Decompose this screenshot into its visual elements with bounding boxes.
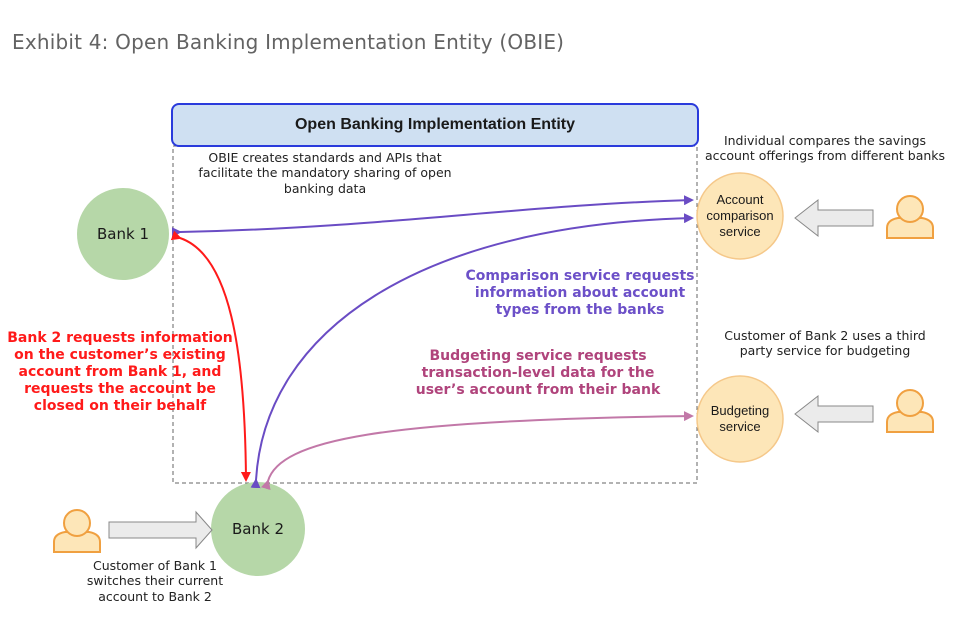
budgeting-bank2-flow — [260, 411, 694, 491]
obie-header-label: Open Banking Implementation Entity — [294, 116, 576, 133]
budgeting-label: Budgeting service — [710, 402, 770, 434]
bank2-label: Bank 2 — [232, 520, 284, 538]
bank1-label: Bank 1 — [97, 225, 149, 243]
person-icon — [53, 509, 101, 553]
individual-compares-caption: Individual compares the savings account … — [704, 133, 946, 164]
customer-switches-caption: Customer of Bank 1 switches their curren… — [86, 558, 224, 604]
exhibit-title: Exhibit 4: Open Banking Implementation E… — [12, 30, 565, 54]
block-arrow-icon — [794, 394, 874, 434]
obie-header-box — [171, 103, 699, 147]
customer-budgeting-caption: Customer of Bank 2 uses a third party se… — [724, 328, 926, 359]
comparison-request-annotation: Comparison service requests information … — [465, 268, 695, 319]
bank2-bank1-flow — [170, 230, 251, 482]
bank2-node — [211, 482, 305, 576]
bank2-request-annotation: Bank 2 requests information on the custo… — [7, 330, 233, 415]
bank1-node — [77, 188, 169, 280]
block-arrow-icon — [794, 198, 874, 238]
budgeting-request-annotation: Budgeting service requests transaction-l… — [415, 348, 661, 399]
obie-description: OBIE creates standards and APIs that fac… — [198, 150, 452, 196]
comparison-bank1-flow — [171, 195, 694, 238]
budgeting-node — [696, 375, 784, 463]
account-comparison-label: Account comparison service — [706, 191, 774, 240]
person-icon — [886, 389, 934, 433]
account-comparison-node — [696, 172, 784, 260]
block-arrow-icon — [108, 510, 213, 550]
person-icon — [886, 195, 934, 239]
